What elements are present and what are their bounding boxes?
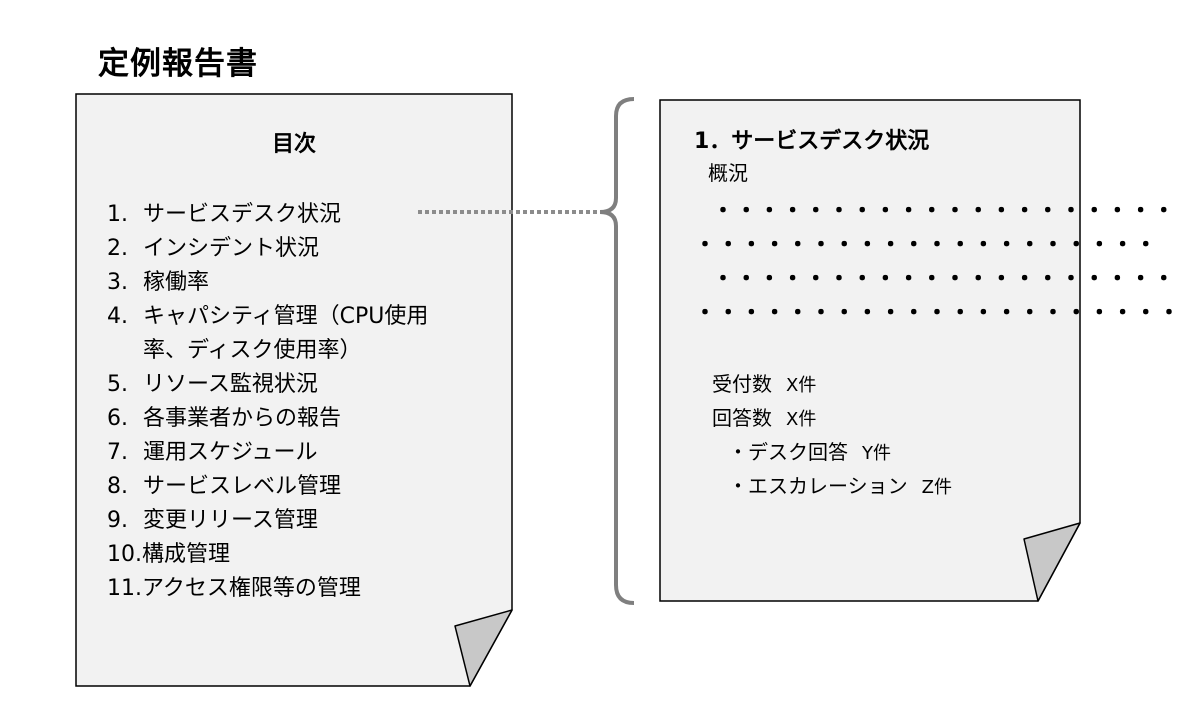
detail-content: 1．サービスデスク状況 概況 (694, 126, 1074, 188)
toc-item-number: 5. (107, 372, 128, 397)
placeholder-dots: ・・・・・・・・・・・・・・・・・・・・・・ (712, 267, 1181, 292)
toc-item-text: 稼働率 (143, 270, 210, 295)
toc-item: 11.アクセス権限等の管理 (107, 572, 487, 606)
toc-item-text: 変更リリース管理 (143, 508, 318, 533)
stat-value: X件 (786, 375, 817, 396)
detail-page-fold (1023, 522, 1081, 602)
toc-heading: 目次 (271, 132, 316, 157)
toc-item: 1. サービスデスク状況 (107, 198, 487, 232)
report-title: 定例報告書 (98, 46, 258, 82)
toc-item: 4. キャパシティ管理（CPU使用率、ディスク使用率） (107, 300, 455, 368)
toc-item: 9. 変更リリース管理 (107, 504, 487, 538)
toc-item-text: インシデント状況 (143, 236, 320, 261)
toc-item: 7. 運用スケジュール (107, 436, 487, 470)
toc-item-number: 1. (107, 202, 128, 227)
stat-row: ・エスカレーション Z件 (712, 470, 952, 504)
stat-row: ・デスク回答 Y件 (712, 436, 952, 470)
detail-heading: 1．サービスデスク状況 (694, 129, 930, 154)
toc-item: 6. 各事業者からの報告 (107, 402, 487, 436)
stat-value: Y件 (862, 443, 891, 464)
toc-item: 3. 稼働率 (107, 266, 487, 300)
placeholder-dots: ・・・・・・・・・・・・・・・・・・・・ (694, 233, 1159, 258)
toc-item-number: 3. (107, 270, 128, 295)
toc-item-number: 10. (107, 542, 142, 567)
stat-label: ・エスカレーション (728, 474, 908, 498)
toc-item: 5. リソース監視状況 (107, 368, 487, 402)
placeholder-dots: ・・・・・・・・・・・・・・・・・・・・・・ (694, 301, 1181, 326)
toc-item-text: アクセス権限等の管理 (142, 576, 361, 601)
toc-item-text: サービスレベル管理 (143, 474, 342, 499)
stat-label: 回答数 (712, 406, 772, 430)
toc-item-text: キャパシティ管理（CPU使用率、ディスク使用率） (143, 304, 429, 363)
bracket (599, 97, 635, 605)
toc-item-number: 8. (107, 474, 128, 499)
stat-value: Z件 (921, 477, 952, 498)
toc-item-text: 構成管理 (142, 542, 231, 567)
overview-label: 概況 (708, 161, 748, 185)
toc-page-fold (454, 609, 513, 687)
stat-row: 回答数 X件 (712, 402, 952, 436)
stats-list: 受付数 X件 回答数 X件 ・デスク回答 Y件 ・エスカレーション Z件 (712, 368, 952, 504)
stat-row: 受付数 X件 (712, 368, 952, 402)
toc-item-text: 運用スケジュール (143, 440, 318, 465)
stat-label: 受付数 (712, 372, 772, 396)
toc-item: 2. インシデント状況 (107, 232, 487, 266)
toc-item-number: 6. (107, 406, 128, 431)
stat-label: ・デスク回答 (728, 440, 848, 464)
stat-value: X件 (786, 409, 817, 430)
toc-list: 1. サービスデスク状況 2. インシデント状況 3. 稼働率 4. キャパシティ管理（… (107, 198, 487, 606)
toc-item-text: 各事業者からの報告 (143, 406, 342, 431)
toc-item-text: リソース監視状況 (143, 372, 318, 397)
toc-item: 8. サービスレベル管理 (107, 470, 487, 504)
toc-item: 10.構成管理 (107, 538, 487, 572)
toc-item-number: 11. (107, 576, 142, 601)
placeholder-dots: ・・・・・・・・・・・・・・・・・・・・・・ (712, 199, 1181, 224)
toc-item-number: 9. (107, 508, 128, 533)
toc-item-number: 7. (107, 440, 128, 465)
toc-item-number: 2. (107, 236, 128, 261)
toc-item-text: サービスデスク状況 (143, 202, 342, 227)
toc-item-number: 4. (107, 304, 128, 329)
